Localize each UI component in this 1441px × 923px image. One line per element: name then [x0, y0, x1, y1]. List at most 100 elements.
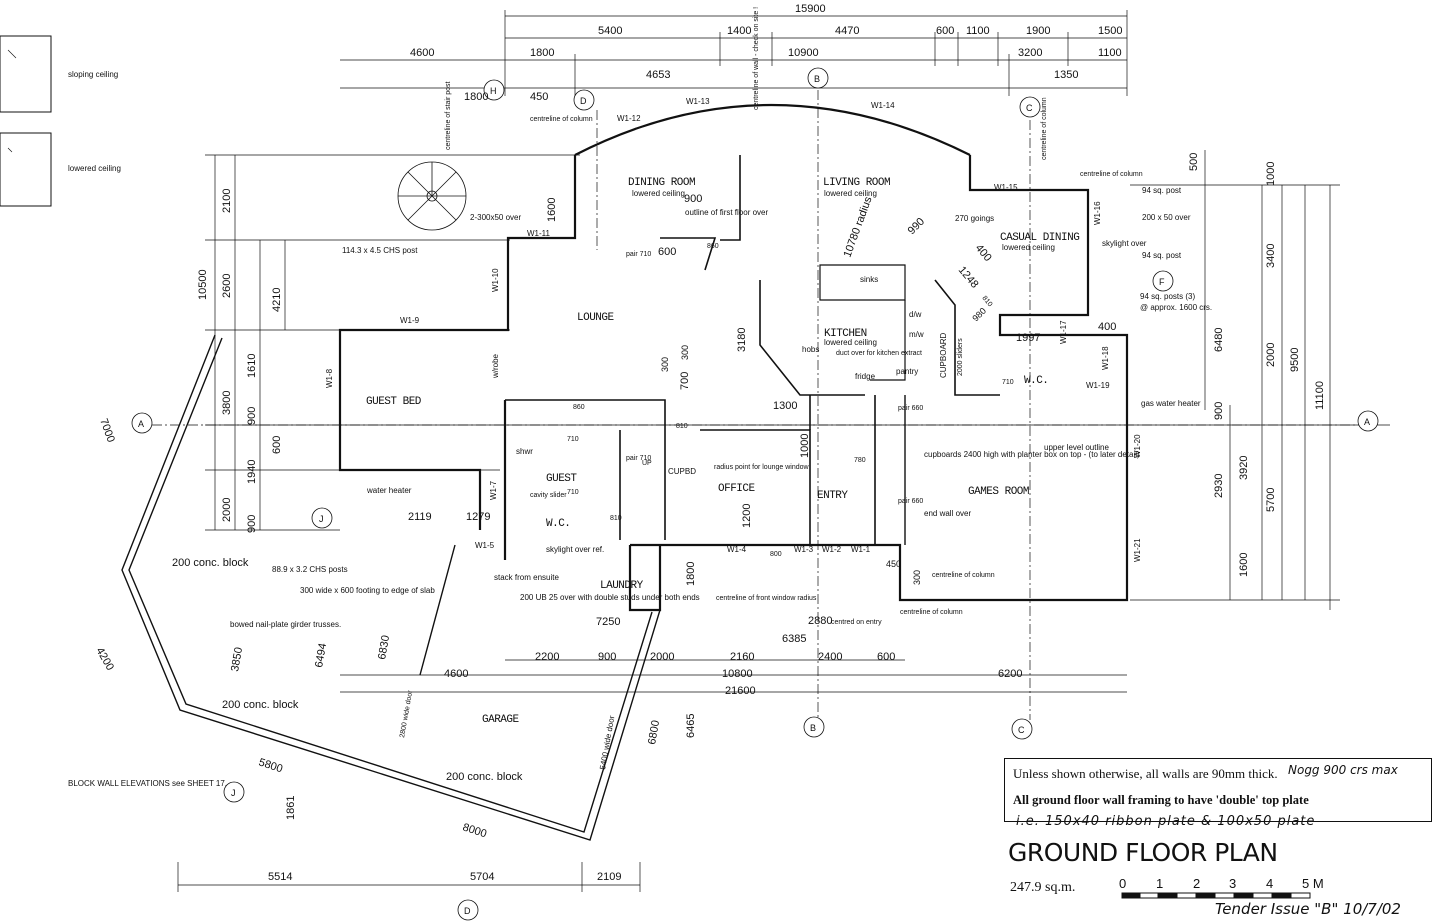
window-W1-18: W1-18 [1101, 346, 1110, 370]
window-W1-7: W1-7 [489, 480, 498, 500]
dim-5800: 5800 [257, 756, 284, 775]
dim-right-900: 900 [1213, 402, 1225, 420]
note-ribbon-plate: i.e. 150x40 ribbon plate & 100x50 plate [1016, 814, 1316, 829]
dim-right-2930: 2930 [1213, 474, 1225, 498]
dim-top-6: 1900 [1026, 25, 1050, 37]
dim-8000: 8000 [461, 821, 488, 840]
dim-4200: 4200 [93, 646, 116, 673]
note-ub: 200 UB 25 over with double studs under b… [520, 593, 700, 602]
walls [338, 104, 1129, 612]
note-d710c: 710 [1002, 379, 1014, 386]
window-W1-12: W1-12 [617, 114, 641, 123]
dim-300a: 300 [680, 345, 690, 360]
dim-bottom-600: 600 [877, 651, 895, 663]
dim-left-2000: 2000 [221, 498, 233, 522]
window-labels: W1-12 W1-13 W1-14 W1-15 W1-16 W1-11 W1-1… [325, 97, 1142, 562]
note-centreline-column-4: centreline of column [1080, 171, 1143, 178]
window-W1-10: W1-10 [491, 268, 500, 292]
note-sq-post-2: 94 sq. post [1142, 251, 1182, 260]
dim-6800: 6800 [646, 719, 662, 745]
dim-top-4: 600 [936, 25, 954, 37]
window-W1-4: W1-4 [727, 545, 747, 554]
note-d860b: 860 [707, 243, 719, 250]
dim-7250: 7250 [596, 616, 620, 628]
note-cupboards: cupboards 2400 high with planter box on … [924, 450, 1140, 459]
dim-r2-3: 10900 [788, 47, 819, 59]
note-dw: d/w [909, 310, 922, 319]
note-d800: 800 [770, 551, 782, 558]
dim-right-5700: 5700 [1265, 488, 1277, 512]
note-sinks: sinks [860, 275, 878, 284]
dim-r2-1: 4600 [410, 47, 434, 59]
grid-marker-circles [131, 67, 1379, 921]
dim-top-7: 1500 [1098, 25, 1122, 37]
ceiling-note-kitchen: lowered ceiling [824, 338, 877, 347]
dim-6385: 6385 [782, 633, 806, 645]
window-W1-9: W1-9 [400, 316, 420, 325]
dim-2119: 2119 [408, 511, 432, 523]
note-d710b: 710 [567, 489, 579, 496]
dim-top-3: 4470 [835, 25, 859, 37]
note-trusses: bowed nail-plate girder trusses. [230, 620, 341, 629]
scale-0: 0 [1119, 876, 1127, 891]
note-d780: 780 [854, 457, 866, 464]
ceiling-note-living: lowered ceiling [824, 189, 877, 198]
note-centred-entry: centred on entry [831, 619, 882, 626]
dim-bottom-6200: 6200 [998, 668, 1022, 680]
note-chs-post: 114.3 x 4.5 CHS post [342, 246, 418, 255]
note-sliders: 2000 sliders [957, 338, 964, 376]
note-box: Unless shown otherwise, all walls are 90… [1004, 758, 1432, 822]
room-wc-guest: W.C. [546, 518, 570, 530]
dim-7000: 7000 [97, 417, 117, 444]
legend-sloping: sloping ceiling [68, 70, 118, 79]
note-door-2800: 2800 wide door [399, 689, 414, 738]
dim-300b: 300 [660, 357, 670, 372]
note-pair-660a: pair 660 [898, 405, 923, 412]
scale-5: 5 M [1302, 876, 1324, 891]
dim-left-10500: 10500 [197, 269, 209, 300]
note-d810a: 810 [676, 423, 688, 430]
note-centreline-column-2: centreline of column [932, 572, 995, 579]
dim-400a: 400 [1098, 321, 1116, 333]
dim-1000: 1000 [799, 434, 811, 458]
note-centreline-wall: centreline of wall - check on site ! [753, 7, 760, 110]
note-mw: m/w [909, 330, 924, 339]
room-laundry: LAUNDRY [600, 580, 644, 592]
dim-right-11100: 11100 [1314, 381, 1326, 410]
dim-3180: 3180 [736, 328, 748, 352]
dim-left-900b: 900 [246, 515, 258, 533]
window-W1-8: W1-8 [325, 368, 334, 388]
dim-top-1: 5400 [598, 25, 622, 37]
window-W1-14: W1-14 [871, 101, 895, 110]
note-d710: 710 [567, 436, 579, 443]
dim-6830: 6830 [376, 634, 392, 660]
dim-left-4210: 4210 [271, 288, 283, 312]
right-dims: 500 1000 3400 6480 2000 9500 11100 900 2… [1188, 153, 1326, 577]
grid-J-top: J [319, 514, 324, 524]
tender-issue: Tender Issue "B" 10/7/02 [1215, 900, 1401, 918]
dim-1997: 1997 [1016, 332, 1040, 344]
room-pantry: pantry [896, 367, 918, 376]
note-walls: Unless shown otherwise, all walls are 90… [1013, 766, 1278, 781]
dim-1800: 1800 [685, 562, 697, 586]
window-W1-16: W1-16 [1093, 201, 1102, 225]
note-sq-post-1: 94 sq. post [1142, 186, 1182, 195]
grid-J-bottom: J [231, 788, 236, 798]
note-skylight-ref: skylight over ref. [546, 545, 604, 554]
room-wc: W.C. [1024, 375, 1048, 387]
dim-1200: 1200 [741, 504, 753, 528]
window-W1-5: W1-5 [475, 541, 495, 550]
dim-bottom-10800: 10800 [722, 668, 753, 680]
room-guest-bed: GUEST BED [366, 396, 422, 408]
scale-2: 2 [1193, 876, 1201, 891]
scale-4: 4 [1266, 876, 1274, 891]
spiral-stair [397, 161, 467, 231]
room-dining: DINING ROOM [628, 177, 695, 189]
room-casual-dining: CASUAL DINING [1000, 232, 1079, 244]
dim-r3-2: 450 [530, 91, 548, 103]
legend [0, 35, 52, 207]
dim-980: 980 [970, 306, 988, 324]
dim-450: 450 [886, 559, 901, 569]
dim-bottom-2200: 2200 [535, 651, 559, 663]
dim-600: 600 [658, 246, 676, 258]
